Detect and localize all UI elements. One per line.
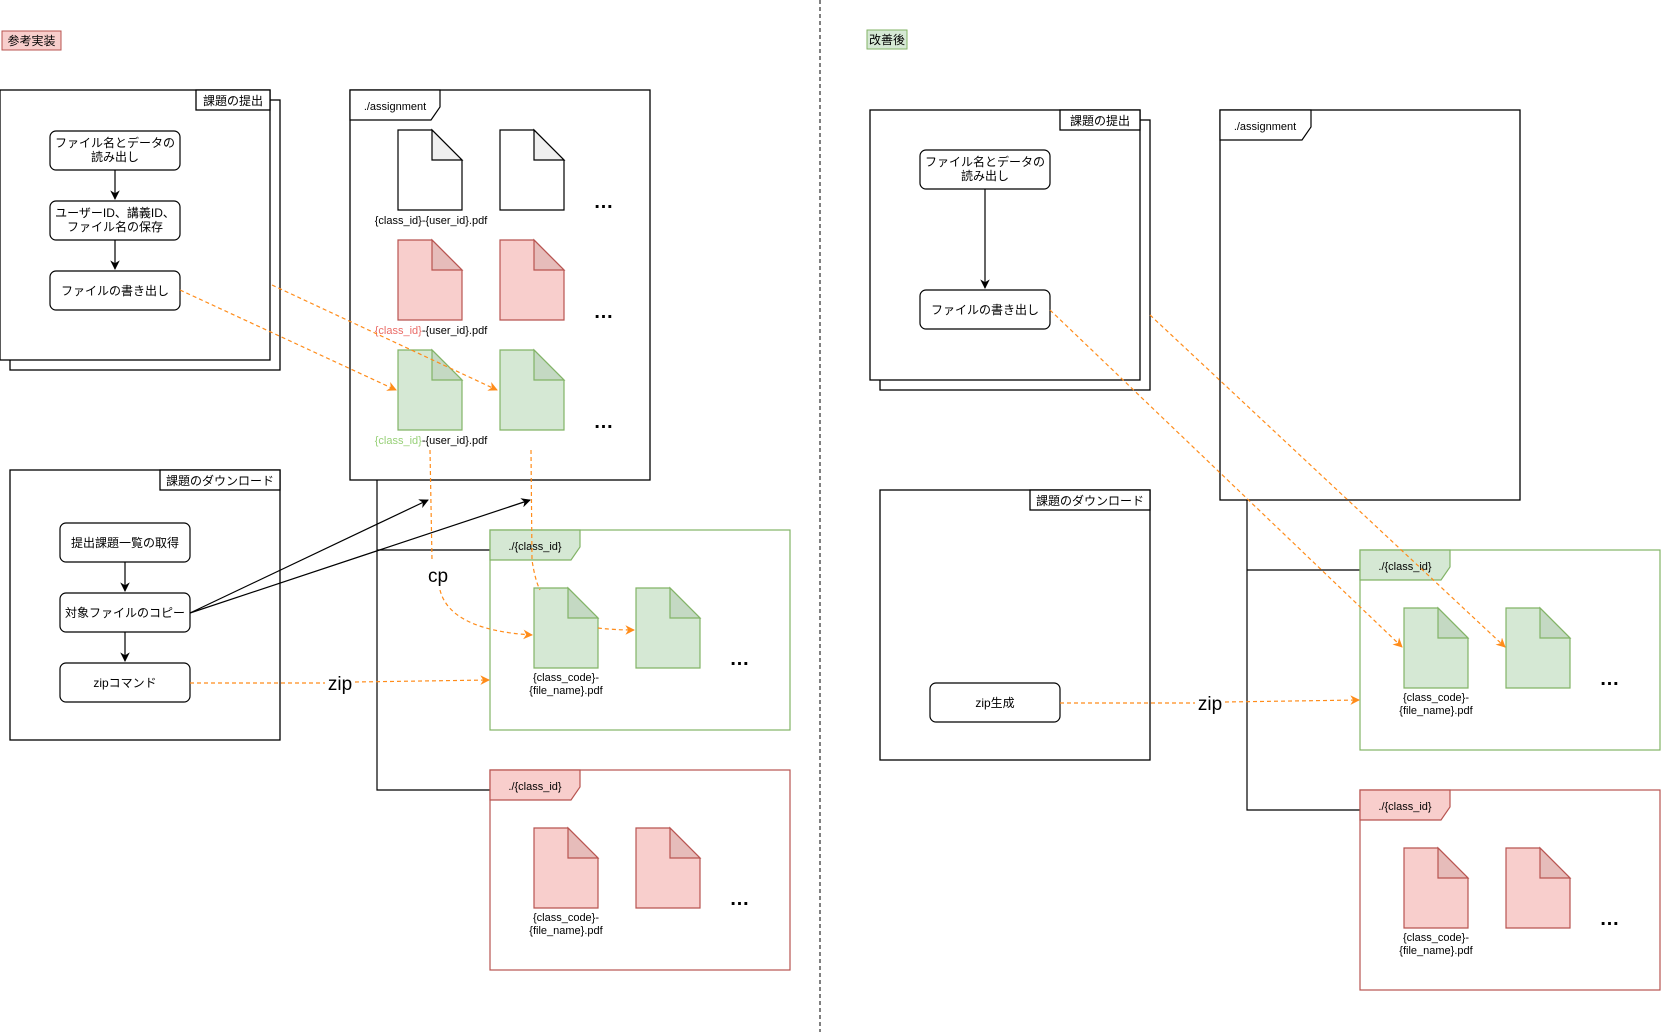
badge-label: 改善後 (869, 32, 905, 47)
step-label: ファイル名の保存 (67, 219, 163, 234)
step-label: 対象ファイルのコピー (65, 606, 185, 620)
write-flow-arrow (271, 284, 498, 391)
tree-connector (376, 480, 490, 791)
file-icon (499, 348, 566, 431)
write-flow-arrow (1049, 309, 1403, 648)
step-label: ファイルの書き出し (61, 284, 169, 298)
step-label: zip生成 (975, 696, 1014, 710)
submit-frame: 課題の提出 ファイル名とデータの 読み出し ユーザーID、講義ID、 ファイル名… (0, 89, 281, 371)
tree-connector (1246, 500, 1360, 811)
cp-flow-line (429, 449, 433, 561)
file-label: {class_id}-{user_id}.pdf (375, 325, 488, 337)
file-icon (1505, 846, 1572, 929)
folder-title: ./assignment (364, 101, 426, 113)
badge-label: 参考実装 (7, 33, 55, 48)
ellipsis: … (1600, 908, 1621, 930)
file-icon (1403, 606, 1470, 689)
badge-reference: 参考実装 (1, 30, 62, 51)
file-icon (1403, 846, 1470, 929)
submit-frame-improved: 課題の提出 ファイル名とデータの 読み出し ファイルの書き出し (869, 109, 1151, 391)
step-label: ファイル名とデータの (55, 135, 175, 150)
ellipsis: … (730, 648, 751, 670)
file-label: {file_name}.pdf (1399, 705, 1473, 717)
ellipsis: … (730, 888, 751, 910)
left-section: 参考実装 課題の提出 ファイル名とデータの 読み出し ユーザーID、講義ID、 … (0, 30, 791, 971)
copy-arrow (189, 499, 429, 614)
ellipsis: … (594, 301, 615, 323)
file-icon (1505, 606, 1572, 689)
step-label: ファイル名とデータの (925, 154, 1045, 169)
step-write[interactable] (919, 289, 1051, 330)
zip-flow-arrow (190, 680, 489, 683)
file-label: {class_code}- (533, 912, 599, 924)
file-icon (635, 826, 702, 909)
step-label: 読み出し (961, 168, 1009, 183)
file-label: {file_name}.pdf (529, 925, 603, 937)
frame-title: 課題のダウンロード (1036, 493, 1144, 508)
folder-title: ./{class_id} (1378, 561, 1432, 573)
file-icon (533, 826, 600, 909)
frame-title: 課題の提出 (203, 93, 263, 108)
folder-title: ./assignment (1234, 121, 1296, 133)
cp-label: cp (428, 566, 448, 587)
folder-title: ./{class_id} (1378, 801, 1432, 813)
file-label: {class_code}- (533, 672, 599, 684)
folder-title: ./{class_id} (508, 541, 562, 553)
write-flow-arrow (179, 289, 397, 391)
file-label: {class_id}-{user_id}.pdf (375, 435, 488, 447)
ellipsis: … (1600, 668, 1621, 690)
cp-flow-arrow (439, 589, 533, 640)
ellipsis: … (594, 191, 615, 213)
step-label: ユーザーID、講義ID、 (55, 205, 175, 220)
step-label: 提出課題一覧の取得 (71, 535, 179, 550)
cp-flow-arrow (597, 625, 635, 635)
zip-label: zip (1198, 694, 1222, 715)
file-icon (499, 238, 566, 321)
file-label: {class_id}-{user_id}.pdf (375, 215, 488, 227)
copy-arrow (189, 498, 531, 614)
step-label: zipコマンド (93, 676, 156, 690)
file-icon (397, 238, 464, 321)
folder-title: ./{class_id} (508, 781, 562, 793)
frame-title: 課題のダウンロード (166, 473, 274, 488)
file-icon (499, 128, 566, 211)
file-label: {class_code}- (1403, 692, 1469, 704)
frame-title: 課題の提出 (1070, 113, 1130, 128)
assignment-folder-improved: ./assignment (1219, 109, 1521, 501)
step-label: 読み出し (91, 149, 139, 164)
file-icon (533, 586, 600, 669)
file-icon (397, 348, 464, 431)
download-frame: 課題のダウンロード 提出課題一覧の取得 対象ファイルのコピー zipコマンド (9, 469, 281, 741)
file-label: {class_code}- (1403, 932, 1469, 944)
badge-improved: 改善後 (866, 29, 908, 50)
right-section: 改善後 課題の提出 ファイル名とデータの 読み出し ファイルの書き出し ./as… (866, 29, 1661, 991)
zip-flow-arrow (1060, 700, 1359, 703)
file-icon (635, 586, 702, 669)
download-frame-improved: 課題のダウンロード zip生成 (879, 489, 1151, 761)
step-label: ファイルの書き出し (931, 303, 1039, 317)
ellipsis: … (594, 411, 615, 433)
file-label: {file_name}.pdf (529, 685, 603, 697)
file-icon (397, 128, 464, 211)
file-label: {file_name}.pdf (1399, 945, 1473, 957)
zip-label: zip (328, 674, 352, 695)
